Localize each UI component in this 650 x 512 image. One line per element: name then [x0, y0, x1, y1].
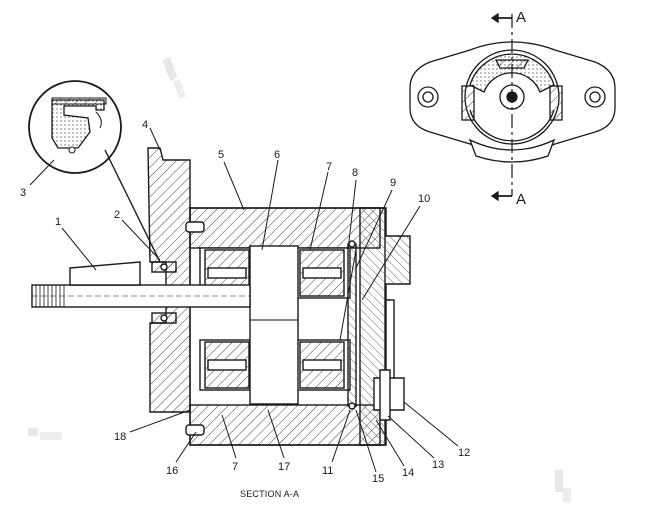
callout-labels: 1 2 3 4 5 6 7 8 9 10 11 12 13 14 15 16 7… [20, 119, 470, 485]
callout-10: 10 [418, 193, 430, 205]
callout-14: 14 [402, 467, 414, 479]
callout-15: 15 [372, 473, 384, 485]
figure-caption: SECTION A-A [240, 489, 299, 499]
leader-lines [29, 127, 459, 473]
callout-3: 3 [20, 187, 26, 199]
callout-11: 11 [322, 465, 333, 477]
callout-6: 6 [274, 149, 280, 161]
section-letter-bottom: A [516, 191, 526, 208]
callout-18: 18 [114, 431, 126, 443]
callout-8: 8 [352, 167, 358, 179]
callout-12: 12 [458, 447, 470, 459]
callout-7-bottom: 7 [232, 461, 238, 473]
end-view [409, 12, 616, 202]
callout-2: 2 [114, 209, 120, 221]
callout-1: 1 [55, 216, 61, 228]
seal-detail-bubble [28, 80, 161, 263]
pump-body [31, 147, 411, 446]
scan-artifacts [28, 57, 571, 502]
callout-7-top: 7 [326, 161, 332, 173]
callout-5: 5 [218, 149, 224, 161]
callout-13: 13 [432, 459, 444, 471]
callout-17: 17 [278, 461, 290, 473]
callout-16: 16 [166, 465, 178, 477]
callout-4: 4 [142, 119, 148, 131]
section-letter-top: A [516, 9, 526, 26]
callout-9: 9 [390, 177, 396, 189]
